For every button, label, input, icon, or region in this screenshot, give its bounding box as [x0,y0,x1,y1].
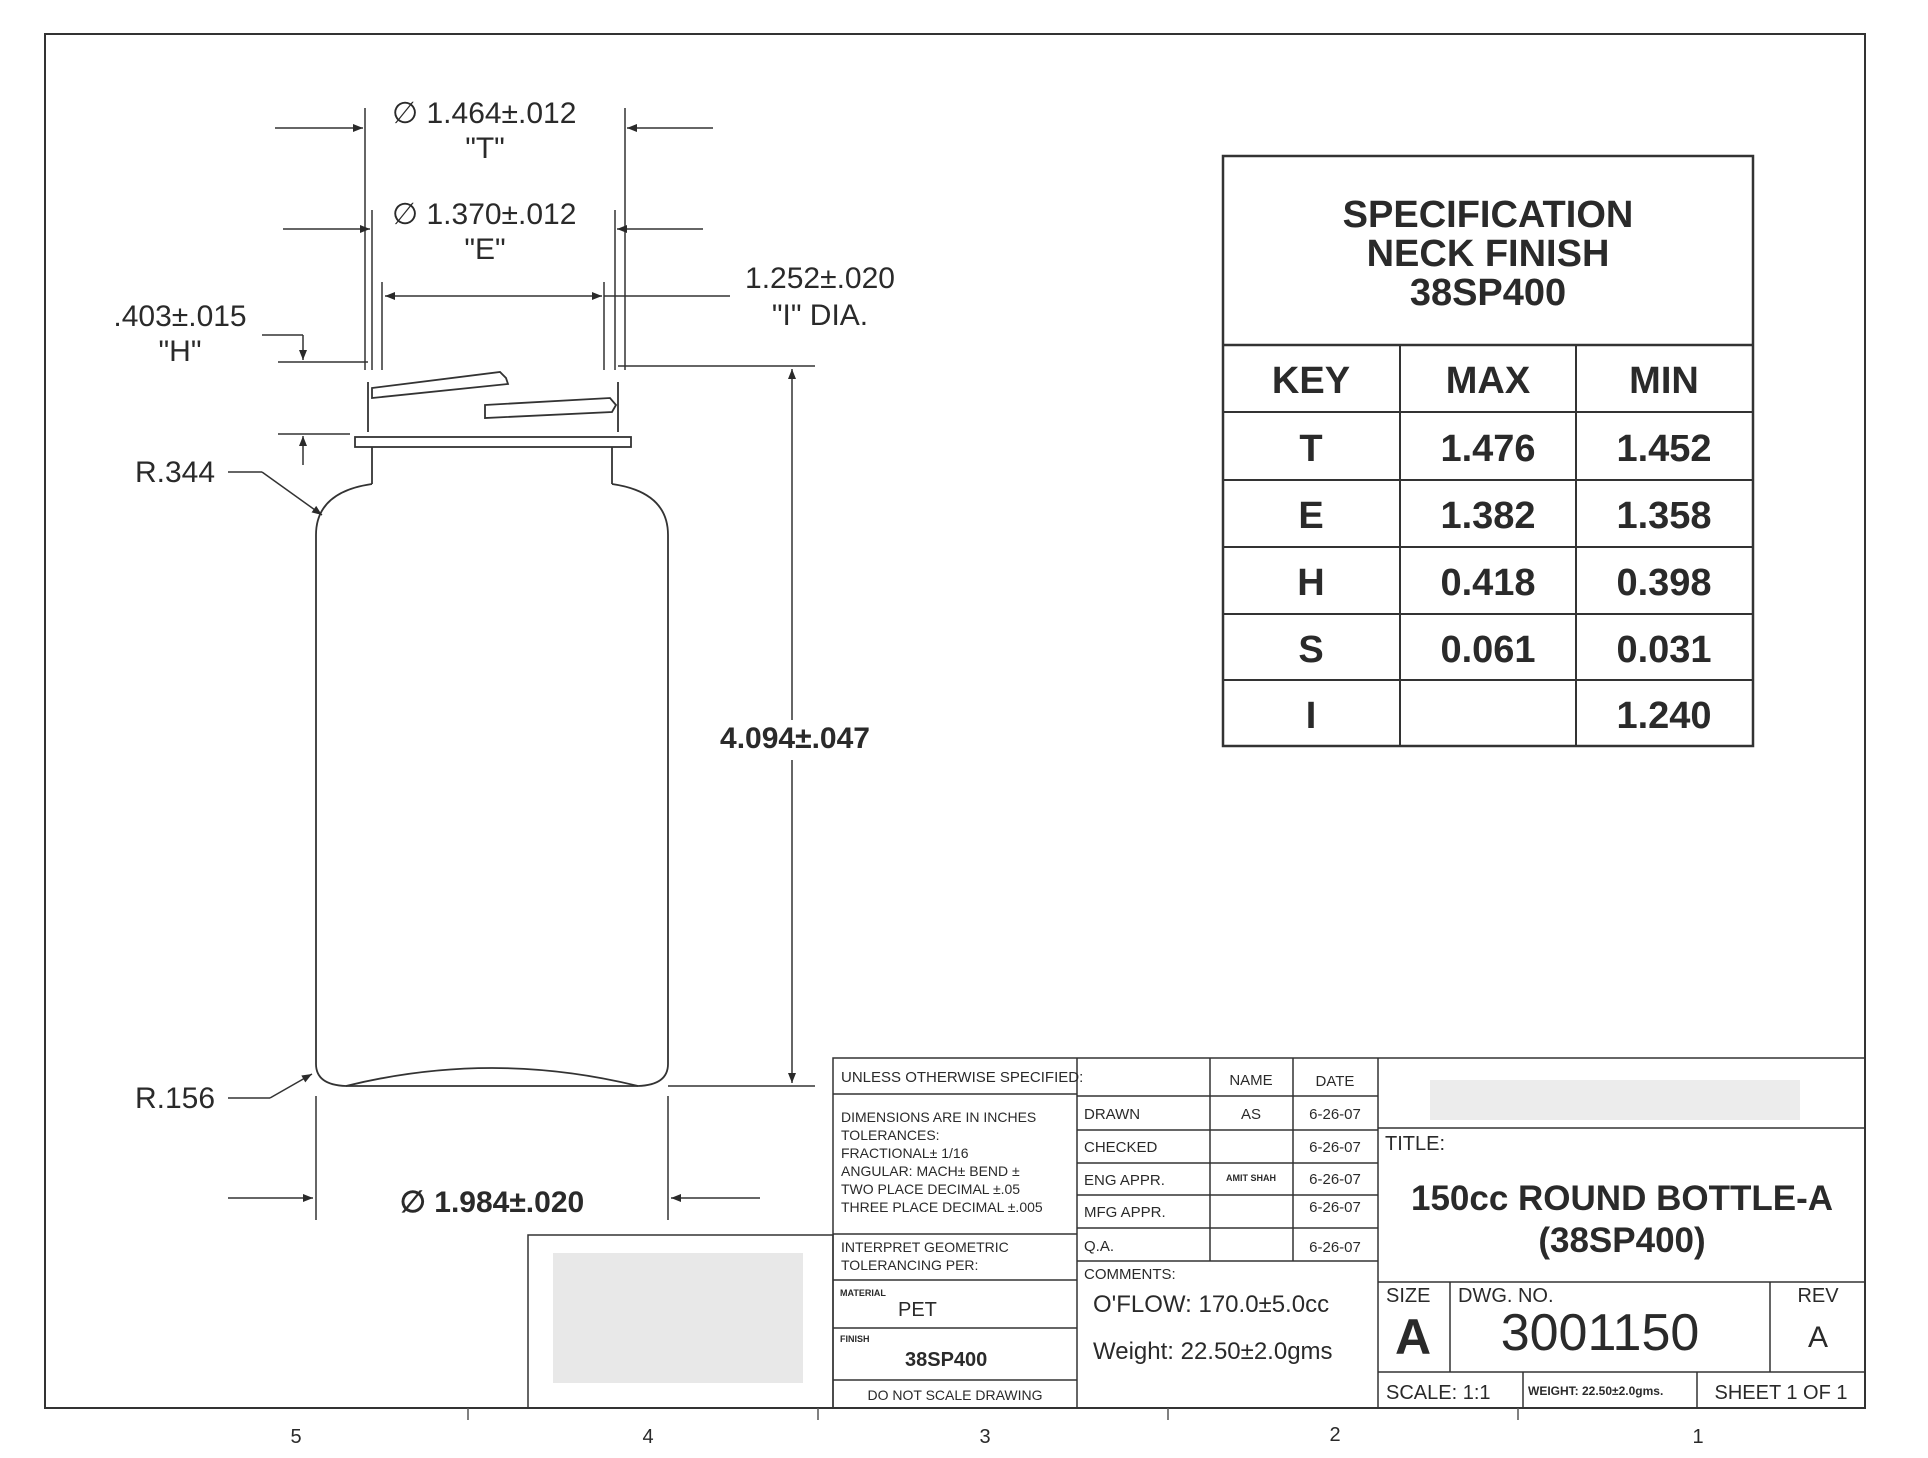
drawing-title-line2: (38SP400) [1538,1221,1705,1260]
overall-height: 4.094±.047 [720,722,870,755]
svg-text:∅ 1.984±.020: ∅ 1.984±.020 [400,1186,584,1219]
i-key-label: "I" DIA. [772,299,868,332]
spec-row-max: 1.476 [1440,428,1535,470]
rev-value: A [1808,1321,1828,1354]
approval-role: ENG APPR. [1084,1172,1165,1189]
approval-date: 6-26-07 [1309,1239,1361,1256]
approval-date: 6-26-07 [1309,1106,1361,1123]
spec-row-key: I [1306,695,1317,737]
material-label: MATERIAL [840,1288,886,1298]
spec-header-key: KEY [1272,360,1350,402]
dimension-lines [228,108,815,1220]
zone-label: 1 [1692,1426,1703,1448]
tolerance-line: TWO PLACE DECIMAL ±.05 [841,1181,1020,1197]
sheet-value: SHEET 1 OF 1 [1714,1382,1847,1404]
approval-date: 6-26-07 [1309,1139,1361,1156]
spec-row-min: 0.031 [1616,629,1711,671]
material-value: PET [898,1299,937,1321]
tolerance-line: TOLERANCES: [841,1127,940,1143]
spec-title-line3: 38SP400 [1410,272,1566,314]
interpret-line: INTERPRET GEOMETRIC [841,1239,1009,1255]
rev-label: REV [1797,1285,1839,1307]
size-value: A [1395,1309,1431,1365]
comments-label: COMMENTS: [1084,1266,1176,1283]
title-block-text: UNLESS OTHERWISE SPECIFIED: DIMENSIONS A… [840,1069,1848,1404]
spec-row-min: 1.452 [1616,428,1711,470]
spec-row-max: 0.418 [1440,562,1535,604]
tolerance-line: THREE PLACE DECIMAL ±.005 [841,1199,1043,1215]
spec-row-min: 0.398 [1616,562,1711,604]
h-value: .403±.015 [113,300,246,333]
zone-label: 2 [1329,1424,1340,1446]
do-not-scale: DO NOT SCALE DRAWING [867,1387,1042,1403]
spec-row-key: E [1298,495,1323,537]
approval-name: AS [1241,1106,1261,1123]
tolerance-line: ANGULAR: MACH± BEND ± [841,1163,1020,1179]
shoulder-radius: R.344 [135,456,215,489]
approval-role: Q.A. [1084,1238,1114,1255]
spec-header-max: MAX [1446,360,1531,402]
unless-specified: UNLESS OTHERWISE SPECIFIED: [841,1069,1083,1086]
approval-role: MFG APPR. [1084,1204,1166,1221]
tolerance-line: FRACTIONAL± 1/16 [841,1145,969,1161]
base-radius: R.156 [135,1082,215,1115]
spec-row-min: 1.240 [1616,695,1711,737]
zone-label: 5 [290,1426,301,1448]
zone-markers: 5 4 3 2 1 [290,1408,1704,1448]
approval-name: AMIT SHAH [1226,1173,1276,1183]
name-header: NAME [1229,1072,1272,1089]
bottle-outline [315,371,669,1087]
weight-value: Weight: 22.50±2.0gms [1093,1338,1333,1365]
zone-label: 4 [642,1426,653,1448]
finish-label: FINISH [840,1334,870,1344]
title-label: TITLE: [1385,1133,1445,1155]
weight-small: WEIGHT: 22.50±2.0gms. [1528,1384,1663,1398]
scale-value: SCALE: 1:1 [1386,1382,1491,1404]
zone-label: 3 [979,1426,990,1448]
approval-role: DRAWN [1084,1106,1140,1123]
approval-role: CHECKED [1084,1139,1158,1156]
dwg-no-label: DWG. NO. [1458,1285,1554,1307]
spec-row-key: S [1298,629,1323,671]
tolerance-line: DIMENSIONS ARE IN INCHES [841,1109,1036,1125]
oflow-value: O'FLOW: 170.0±5.0cc [1093,1291,1329,1318]
title-block [527,1057,1866,1409]
svg-text:∅ 1.370±.012: ∅ 1.370±.012 [392,198,576,231]
svg-text:∅ 1.464±.012: ∅ 1.464±.012 [392,97,576,130]
finish-value: 38SP400 [905,1349,987,1371]
drawing-title-line1: 150cc ROUND BOTTLE-A [1411,1179,1833,1218]
approval-date: 6-26-07 [1309,1171,1361,1188]
dwg-no-value: 3001150 [1501,1304,1700,1362]
spec-title-line2: NECK FINISH [1367,233,1610,275]
spec-row-max: 0.061 [1440,629,1535,671]
spec-header-min: MIN [1629,360,1699,402]
spec-row-max: 1.382 [1440,495,1535,537]
h-key-label: "H" [159,335,202,368]
spec-row-min: 1.358 [1616,495,1711,537]
size-label: SIZE [1386,1285,1430,1307]
i-dia-value: 1.252±.020 [745,262,895,295]
dimension-text: ∅ 1.464±.012 "T" ∅ 1.370±.012 "E" 1.252±… [113,97,895,1219]
t-key-label: "T" [465,132,505,165]
spec-row-key: H [1297,562,1324,604]
spec-title-line1: SPECIFICATION [1343,194,1634,236]
spec-row-key: T [1299,428,1322,470]
approval-date: 6-26-07 [1309,1199,1361,1216]
spec-table: SPECIFICATION NECK FINISH 38SP400 KEY MA… [1221,154,1755,748]
interpret-line: TOLERANCING PER: [841,1257,978,1273]
date-header: DATE [1316,1073,1355,1090]
e-key-label: "E" [464,233,505,266]
